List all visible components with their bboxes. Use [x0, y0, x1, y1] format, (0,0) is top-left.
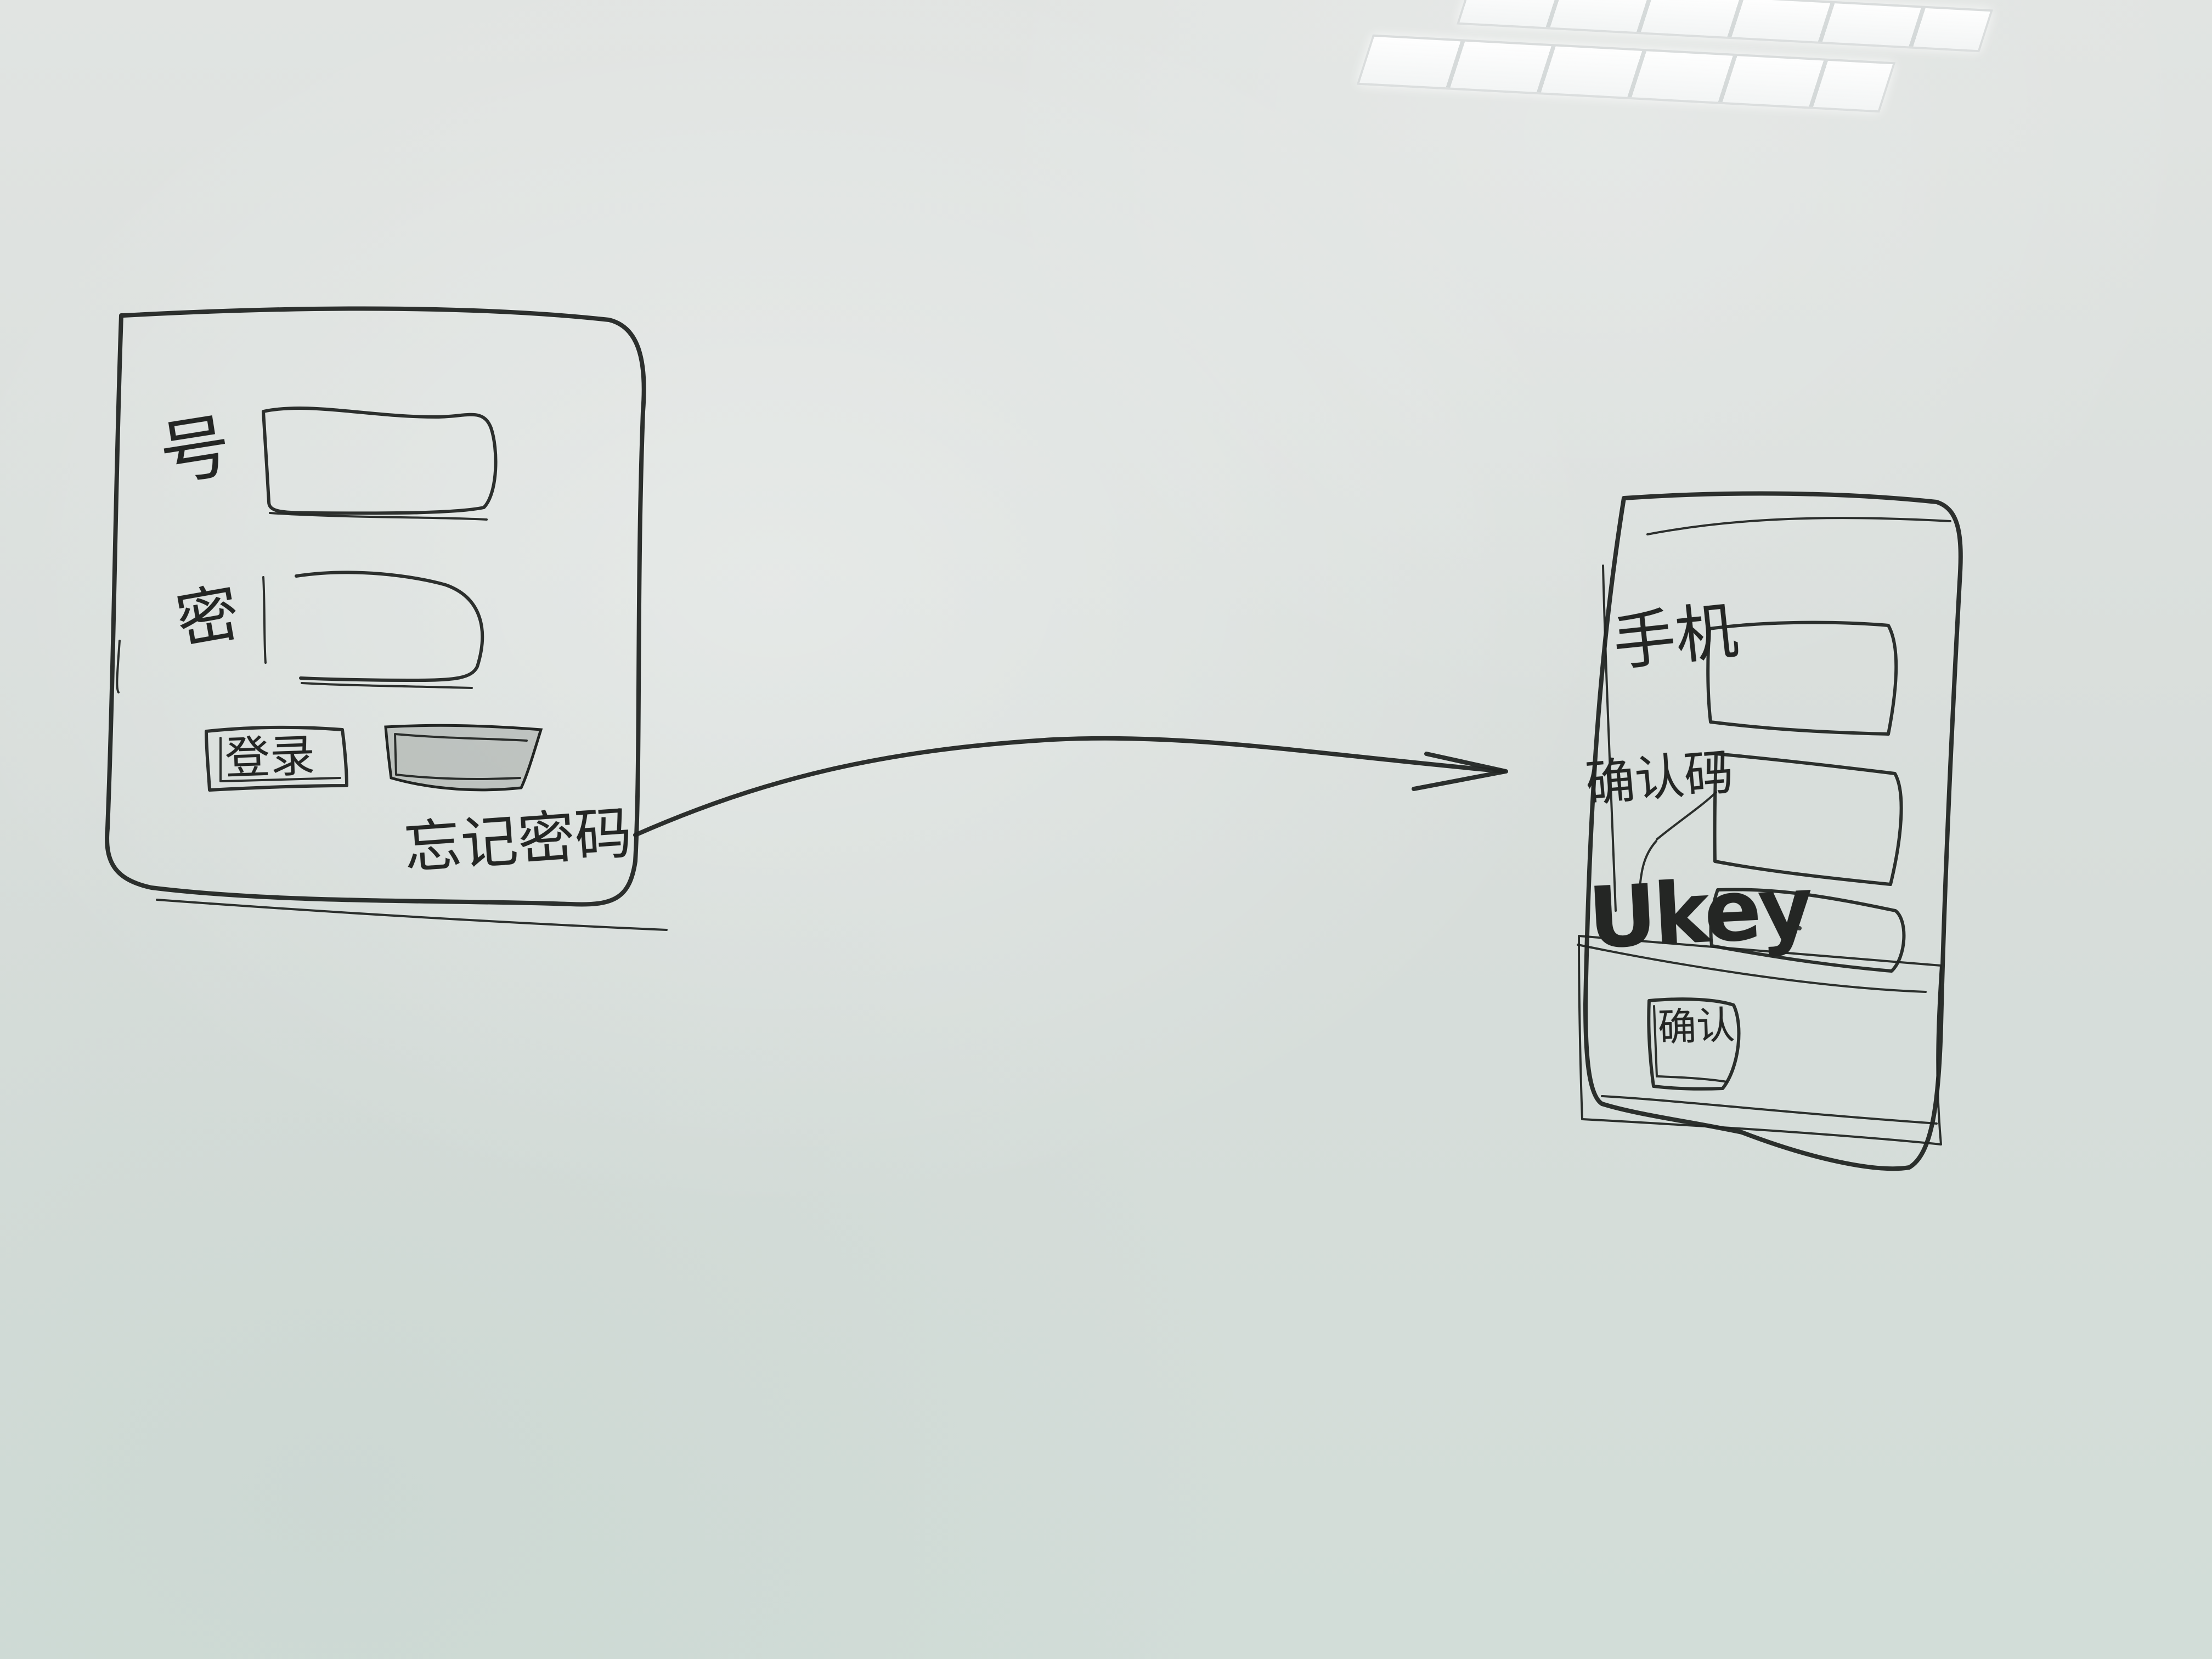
username-field [262, 407, 498, 515]
verification-screen-header-line [1646, 517, 1951, 535]
secondary-button [384, 724, 543, 792]
ukey-field-dot [1797, 926, 1802, 930]
confirm-button-label: 确认 [1657, 1002, 1736, 1051]
login-button-inner-line [219, 737, 341, 782]
verification-screen-frame [1583, 491, 1963, 1171]
phone-label: 手机 [1609, 594, 1742, 680]
login-button-label: 登录 [224, 730, 316, 785]
login-screen-frame [105, 306, 646, 907]
confirm-button [1647, 997, 1741, 1091]
password-field-shadow [301, 682, 473, 689]
login-screen-bottom-line [156, 899, 668, 931]
verification-code-label: 确认码 [1583, 743, 1736, 814]
password-label: 密 [171, 575, 245, 658]
password-field [295, 571, 484, 682]
verification-code-field [1713, 752, 1903, 886]
secondary-button-inner [394, 733, 528, 780]
verification-panel-top-line [1577, 944, 1927, 993]
verification-lower-panel [1578, 935, 1942, 1146]
flow-arrow [633, 736, 1506, 837]
login-button [205, 725, 348, 792]
verification-panel-bottom-line [1601, 1095, 1938, 1125]
login-screen-left-edge [116, 640, 121, 693]
ukey-label: Ukey [1585, 858, 1813, 968]
username-field-shadow [269, 512, 488, 521]
forgot-password-link: 忘记密码 [402, 799, 634, 882]
ukey-field [1709, 888, 1906, 973]
confirm-button-inner-line [1653, 1005, 1728, 1083]
username-label: 号 [154, 404, 236, 497]
phone-field [1706, 620, 1898, 736]
password-field-left-marker [262, 576, 267, 664]
verification-screen-left-edge [1602, 565, 1617, 912]
arrow-right-icon [1412, 752, 1508, 791]
verification-code-field-connector [1638, 791, 1717, 904]
